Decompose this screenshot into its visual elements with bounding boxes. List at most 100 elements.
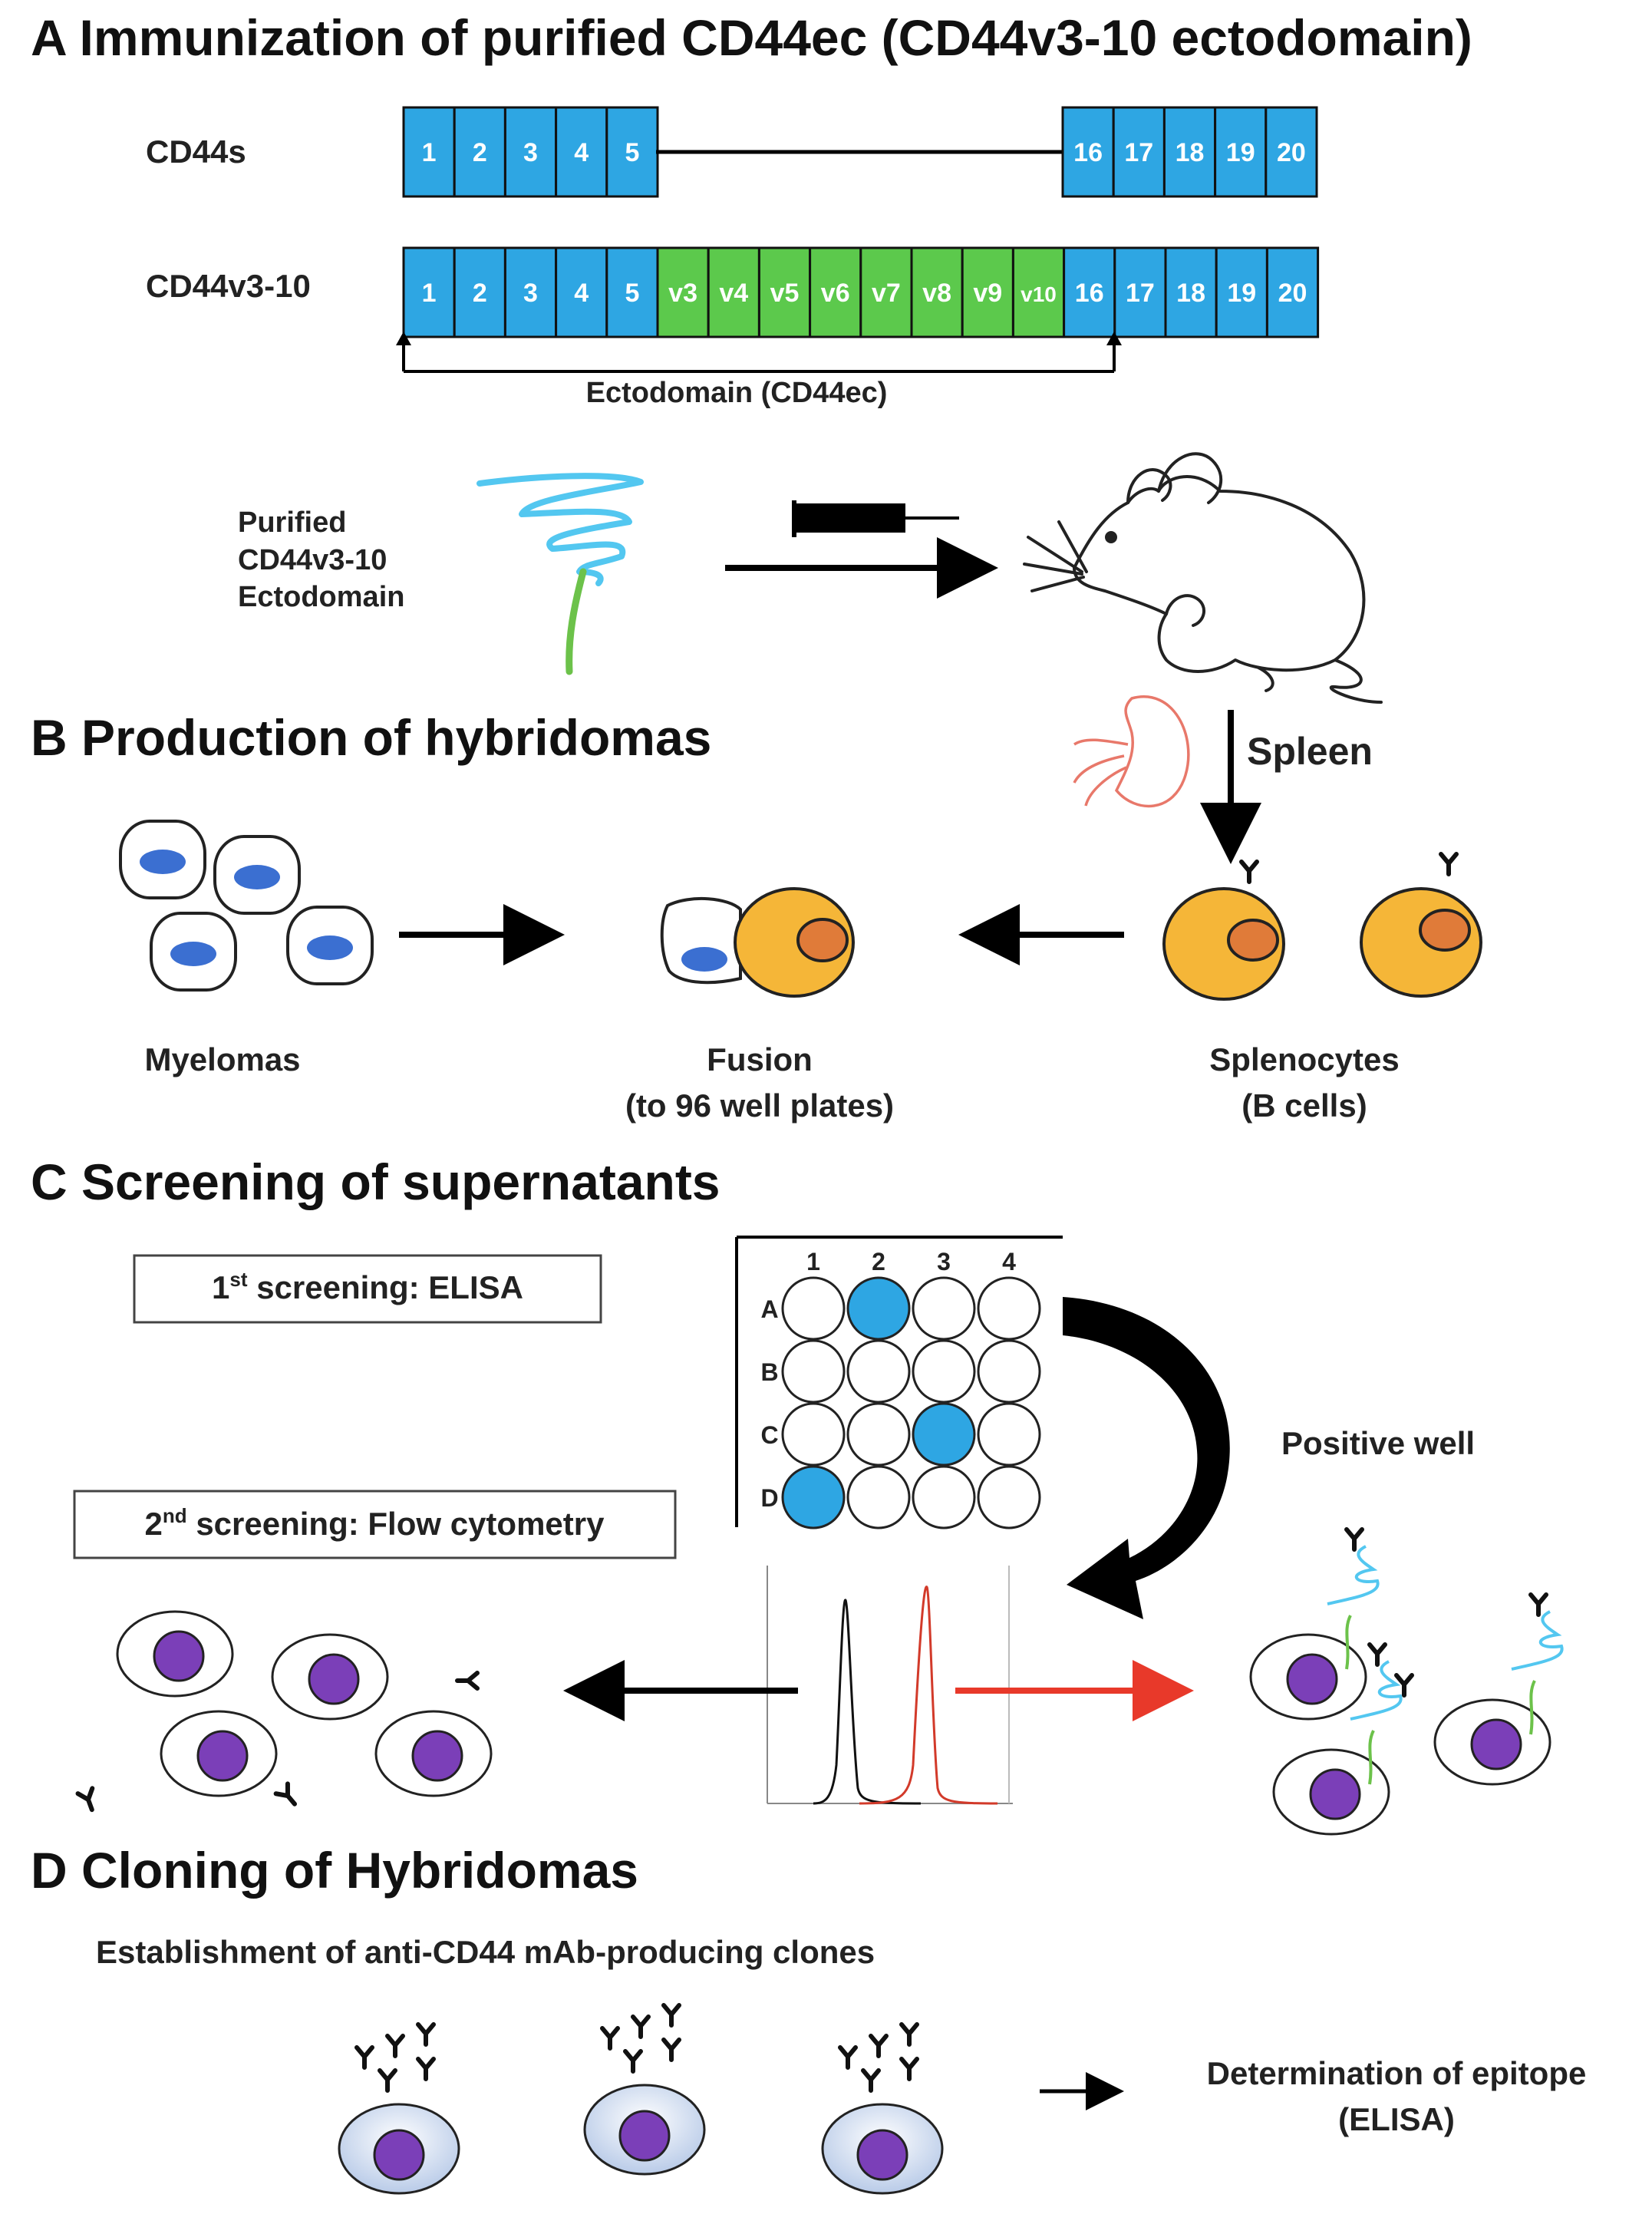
myeloma-cell (286, 906, 374, 985)
well (912, 1276, 976, 1341)
cd44v-exon-v3: v3 (656, 246, 710, 338)
cd44v-exon-20: 20 (1265, 246, 1320, 338)
svg-text:v9: v9 (973, 279, 1002, 308)
well (846, 1339, 911, 1404)
svg-text:4: 4 (574, 279, 589, 308)
well-row-label: B (760, 1358, 778, 1386)
panel-c-title: C Screening of supernatants (31, 1153, 720, 1210)
well-positive (781, 1465, 846, 1529)
panel-b-title: B Production of hybridomas (31, 709, 711, 766)
cd44s-exon-5: 5 (605, 106, 659, 198)
second-screening-number: 2 (145, 1506, 163, 1542)
svg-text:19: 19 (1226, 138, 1255, 167)
svg-text:5: 5 (625, 279, 639, 308)
svg-text:2: 2 (473, 138, 487, 167)
cd44v-exon-3: 3 (503, 246, 558, 338)
syringe-icon (792, 500, 959, 537)
well (977, 1276, 1041, 1341)
first-screening-text: screening: ELISA (248, 1269, 523, 1305)
hybridoma-cell (160, 1710, 278, 1797)
svg-text:16: 16 (1075, 279, 1104, 308)
well (781, 1276, 846, 1341)
cd44s-exon-4: 4 (555, 106, 608, 198)
clone-antibody (871, 2036, 886, 2056)
fused-hybridoma-cell (660, 887, 855, 998)
myeloma-cells (119, 820, 374, 992)
epitope-label: Determination of epitope (1207, 2055, 1587, 2091)
well-column-label: 3 (937, 1248, 951, 1275)
svg-text:5: 5 (625, 138, 639, 167)
svg-text:v3: v3 (668, 279, 697, 308)
svg-text:3: 3 (523, 138, 538, 167)
svg-text:v10: v10 (1021, 282, 1057, 306)
first-screening-box: 1st screening: ELISA (133, 1254, 602, 1324)
cd44s-exon-2: 2 (453, 106, 506, 198)
well (912, 1339, 976, 1404)
cd44v-exon-v5: v5 (757, 246, 812, 338)
svg-text:v4: v4 (719, 279, 748, 308)
svg-text:3: 3 (523, 279, 538, 308)
cd44v-label: CD44v3-10 (146, 268, 311, 304)
svg-text:18: 18 (1176, 138, 1205, 167)
fusion-sublabel: (to 96 well plates) (625, 1087, 894, 1124)
spleen-label: Spleen (1247, 730, 1373, 773)
clone-antibody (902, 2024, 917, 2044)
cd44v-exon-4: 4 (555, 246, 608, 338)
clone-antibody (664, 2040, 679, 2060)
svg-text:20: 20 (1277, 138, 1306, 167)
svg-text:1st screening: ELISA: 1st screening: ELISA (212, 1268, 523, 1305)
splenocytes-sublabel: (B cells) (1241, 1087, 1367, 1124)
spleen-icon (1073, 695, 1190, 808)
svg-text:17: 17 (1126, 279, 1155, 308)
well-row-label: D (760, 1484, 778, 1512)
svg-text:18: 18 (1176, 279, 1205, 308)
myeloma-cell (119, 820, 206, 899)
first-screening-suffix: st (229, 1268, 247, 1291)
cd44v-exon-16: 16 (1063, 246, 1116, 338)
svg-text:2: 2 (473, 279, 487, 308)
positive-hybridoma-cells (1249, 1529, 1564, 1836)
ectodomain-bracket (396, 332, 1122, 373)
cd44v-exon-2: 2 (453, 246, 506, 338)
clone-antibody (418, 2024, 434, 2044)
well-positive (912, 1402, 976, 1467)
positive-well-label: Positive well (1281, 1425, 1475, 1461)
svg-text:2nd screening: Flow cytometry: 2nd screening: Flow cytometry (145, 1504, 605, 1542)
splenocytes-label: Splenocytes (1209, 1041, 1399, 1077)
well (846, 1465, 911, 1529)
clone-antibody (418, 2059, 434, 2079)
hybridoma-cell (374, 1710, 493, 1797)
myelomas-label: Myelomas (144, 1041, 300, 1077)
well (781, 1339, 846, 1404)
cloning-subtitle: Establishment of anti-CD44 mAb-producing… (96, 1934, 875, 1970)
clone-cells (338, 2005, 944, 2195)
well-positive (846, 1276, 911, 1341)
immunogen-line1: Purified (238, 507, 346, 539)
svg-text:v8: v8 (922, 279, 951, 308)
mouse-icon (1023, 452, 1383, 704)
cd44s-exon-16: 16 (1061, 106, 1115, 198)
clone-antibody (602, 2028, 618, 2048)
svg-text:1: 1 (422, 279, 437, 308)
negative-hybridoma-cells (116, 1610, 493, 1797)
well-row-label: C (760, 1421, 778, 1449)
cd44v-exon-1: 1 (402, 246, 456, 338)
cd44s-exon-18: 18 (1162, 106, 1217, 198)
myeloma-cell (150, 912, 237, 992)
clone-antibody (633, 2017, 648, 2037)
clone-antibody (625, 2051, 641, 2071)
hybridoma-cell-bound (1249, 1529, 1380, 1721)
immunogen-line2: CD44v3-10 (238, 544, 387, 576)
cd44v-exon-v4: v4 (707, 246, 760, 338)
second-screening-box: 2nd screening: Flow cytometry (73, 1490, 677, 1559)
well (912, 1465, 976, 1529)
cd44v-exon-17: 17 (1113, 246, 1167, 338)
svg-text:v7: v7 (872, 279, 901, 308)
well (846, 1402, 911, 1467)
immunogen-line3: Ectodomain (238, 581, 404, 613)
first-screening-number: 1 (212, 1269, 229, 1305)
